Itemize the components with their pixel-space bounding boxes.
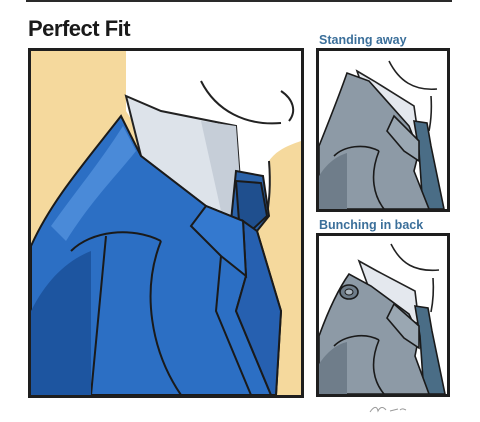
bunching-in-back-label: Bunching in back bbox=[319, 218, 423, 232]
bunching-in-back-illustration bbox=[319, 236, 447, 394]
perfect-fit-illustration bbox=[31, 51, 301, 395]
perfect-fit-panel bbox=[28, 48, 304, 398]
signature-scribble bbox=[368, 402, 408, 416]
top-rule bbox=[26, 0, 452, 2]
standing-away-panel bbox=[316, 48, 450, 212]
page-title: Perfect Fit bbox=[28, 16, 130, 42]
standing-away-label: Standing away bbox=[319, 33, 407, 47]
artist-signature-mark bbox=[368, 402, 408, 419]
collar-bunch-inner bbox=[345, 289, 353, 295]
standing-away-illustration bbox=[319, 51, 447, 209]
bunching-in-back-panel bbox=[316, 233, 450, 397]
